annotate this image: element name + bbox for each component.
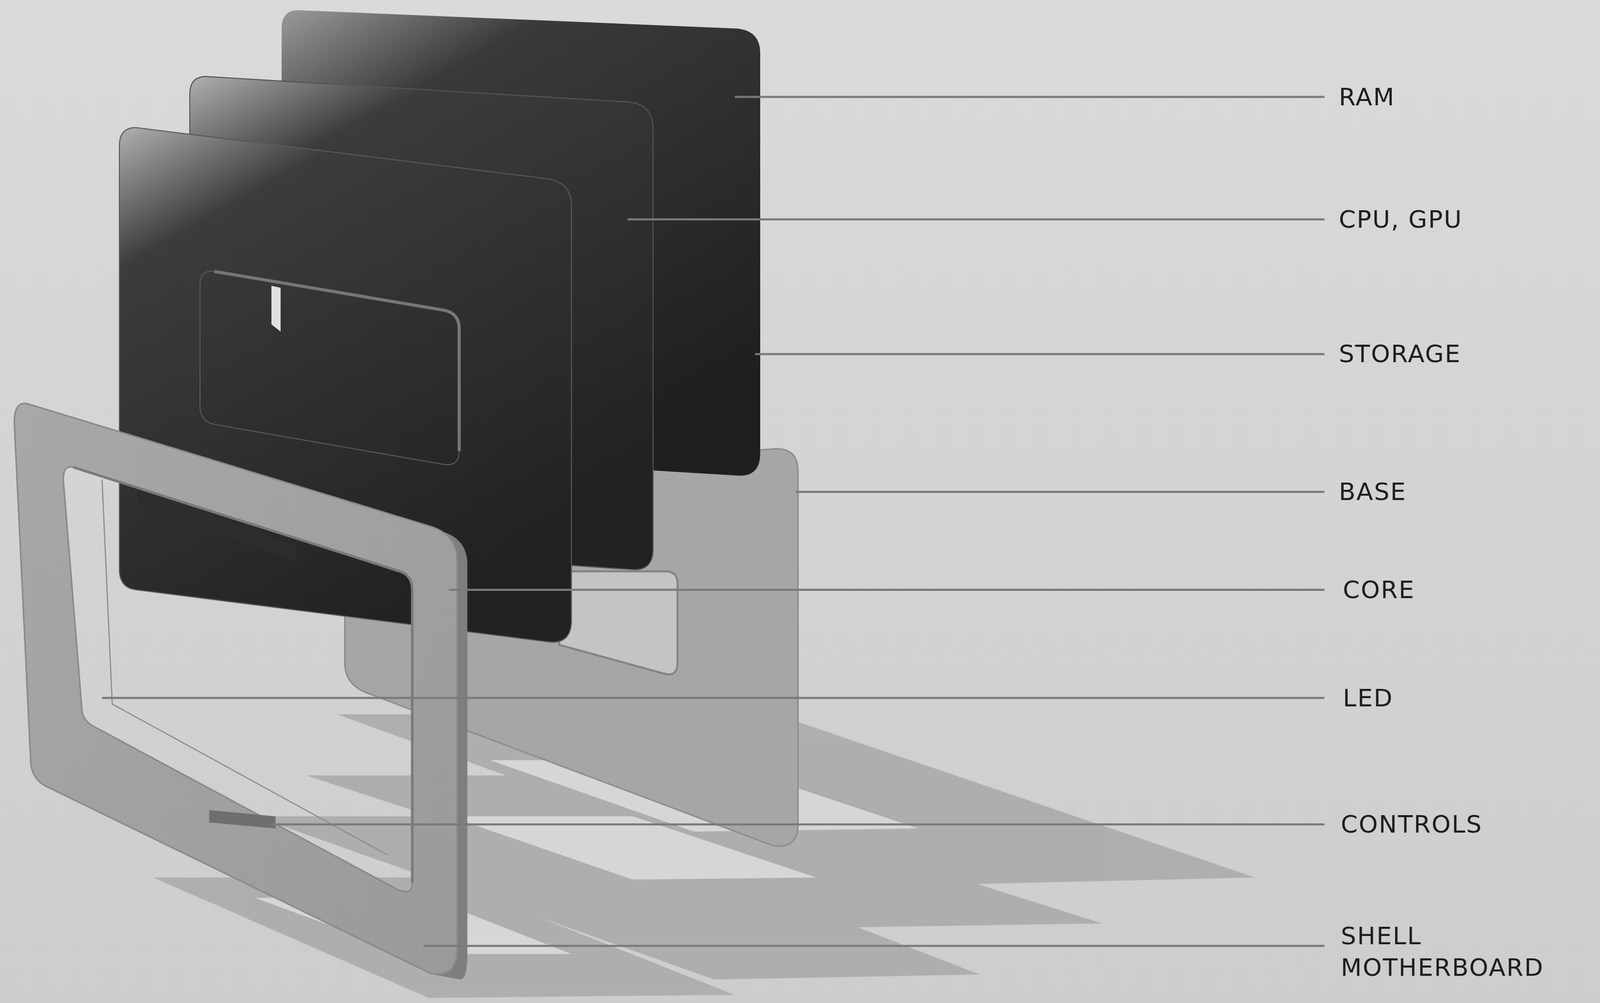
- led-strip: [101, 479, 388, 855]
- part-label: CPU, GPU: [1338, 207, 1463, 232]
- leader-line: [270, 823, 1325, 826]
- leader-line: [627, 218, 1325, 221]
- leader-line: [423, 944, 1325, 947]
- hole-highlight: [271, 285, 281, 332]
- shell-frame: [14, 403, 457, 974]
- part-label: CORE: [1342, 577, 1416, 602]
- part-label: MOTHERBOARD: [1340, 955, 1544, 980]
- part-label: RAM: [1338, 84, 1396, 110]
- leader-line: [796, 490, 1325, 493]
- shell-inner-edge: [73, 467, 413, 883]
- leader-line: [101, 696, 1325, 699]
- leader-lines: [101, 97, 1325, 947]
- storage-board: [119, 127, 572, 643]
- core-slot: [559, 571, 678, 675]
- part-label: BASE: [1338, 479, 1407, 504]
- part-label: CONTROLS: [1340, 812, 1483, 837]
- leader-line: [755, 352, 1325, 355]
- leader-line: [734, 96, 1325, 99]
- hole-bevel: [214, 271, 459, 451]
- part-label: SHELL: [1340, 923, 1422, 949]
- controls-button: [209, 810, 276, 829]
- part-label: STORAGE: [1338, 341, 1462, 367]
- part-label: LED: [1342, 685, 1394, 711]
- leader-line: [449, 588, 1325, 591]
